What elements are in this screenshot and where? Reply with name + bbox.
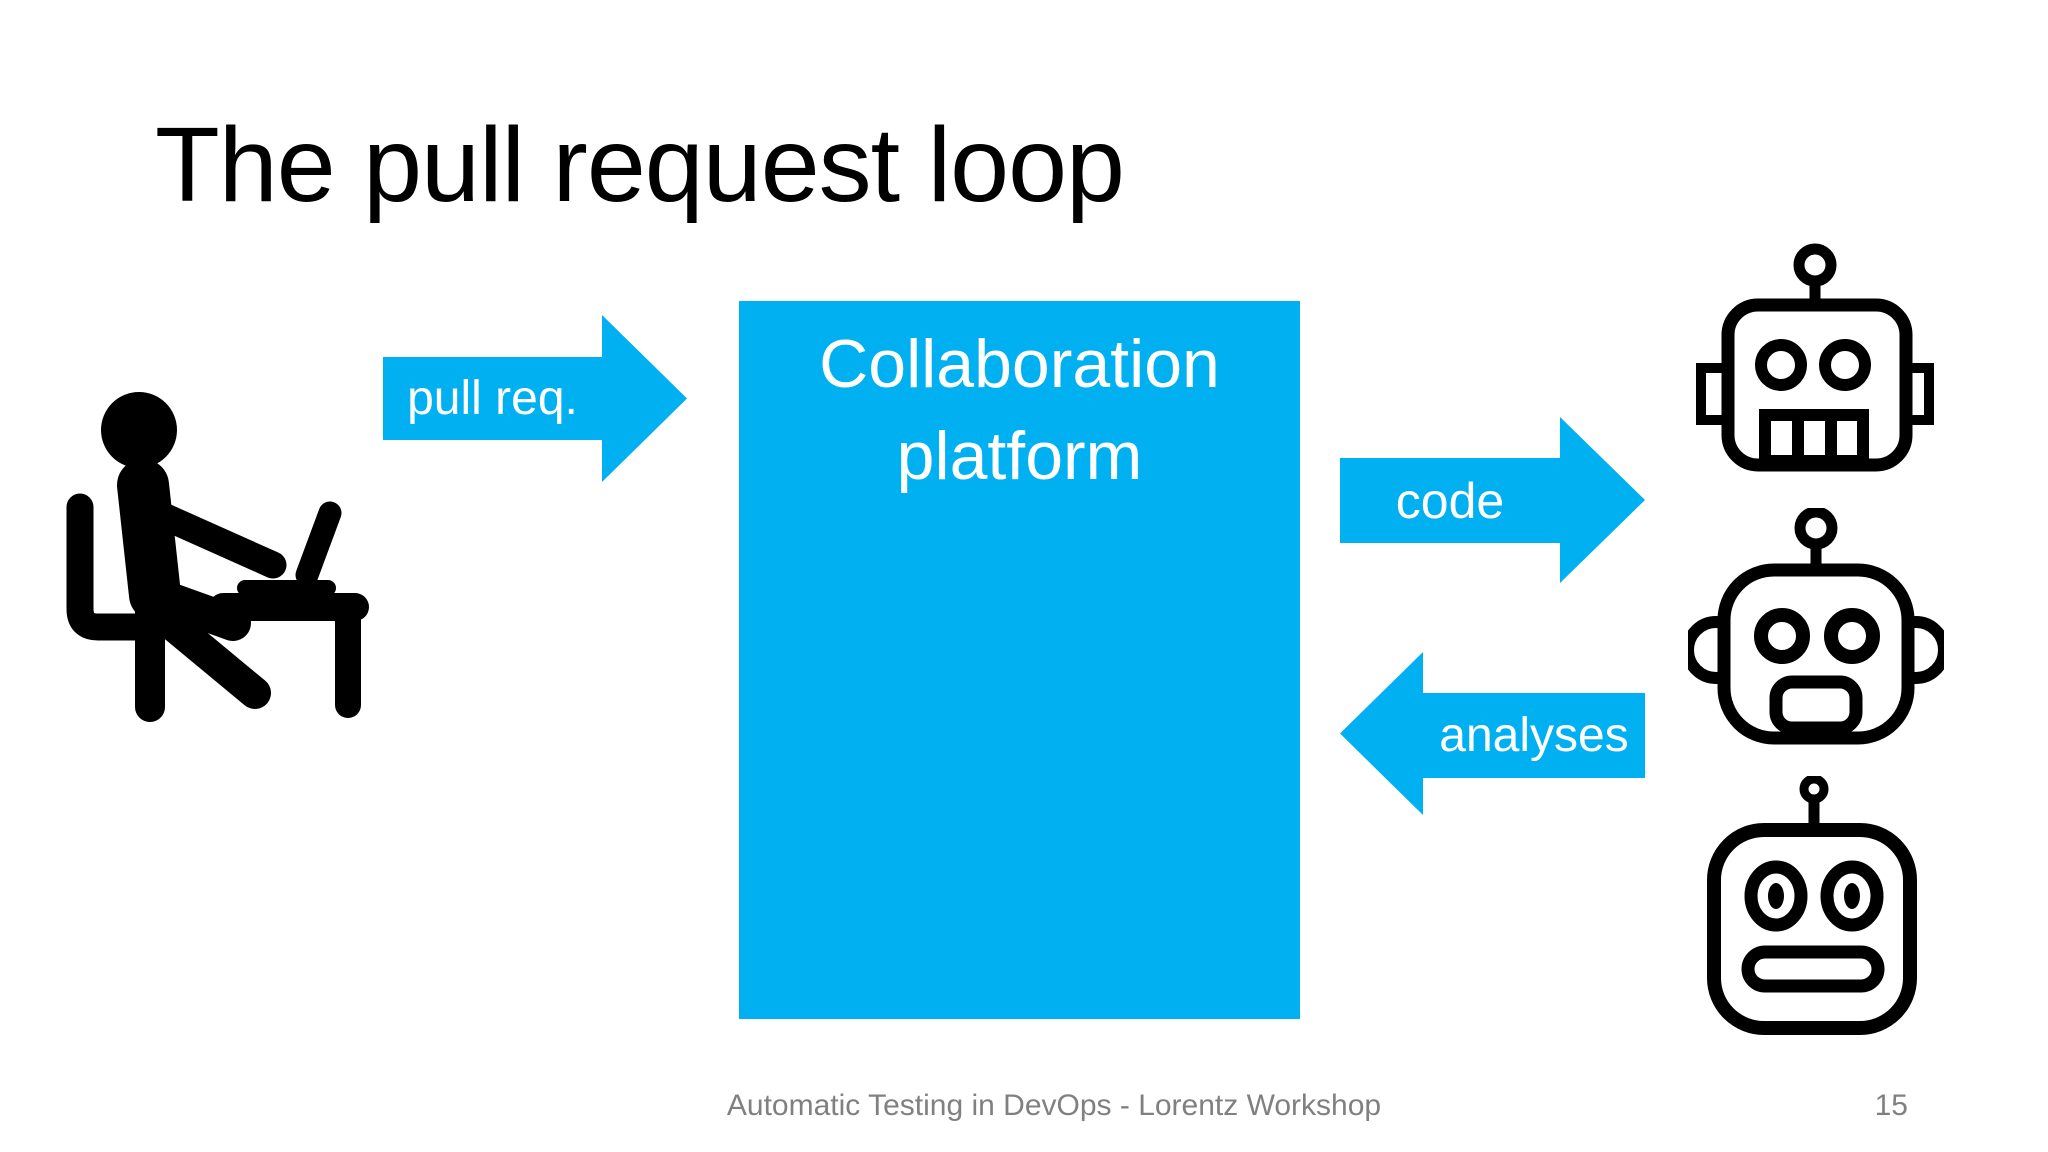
footer-text: Automatic Testing in DevOps - Lorentz Wo…	[726, 1089, 1382, 1122]
left-arrow-icon	[1340, 652, 1645, 815]
slide-title: The pull request loop	[155, 106, 1125, 224]
code-arrow: code	[1340, 417, 1645, 583]
pull-request-arrow: pull req.	[383, 315, 687, 482]
page-number: 15	[1874, 1089, 1908, 1122]
right-arrow-icon	[383, 315, 687, 482]
robot-grille-mouth-icon	[1695, 243, 1935, 475]
collaboration-platform-label: Collaboration platform	[819, 326, 1220, 494]
right-arrow-icon	[1340, 417, 1645, 583]
code-arrow-label: code	[1395, 472, 1505, 529]
collaboration-platform-box: Collaboration platform	[739, 301, 1300, 1019]
robot-round-ears-icon	[1688, 508, 1944, 746]
robot-flat-mouth-icon	[1702, 776, 1922, 1036]
analyses-arrow: analyses	[1340, 652, 1645, 815]
analyses-arrow-label: analyses	[1439, 709, 1629, 762]
person-at-desk-with-laptop-icon	[55, 385, 370, 730]
pull-request-arrow-label: pull req.	[407, 372, 578, 425]
